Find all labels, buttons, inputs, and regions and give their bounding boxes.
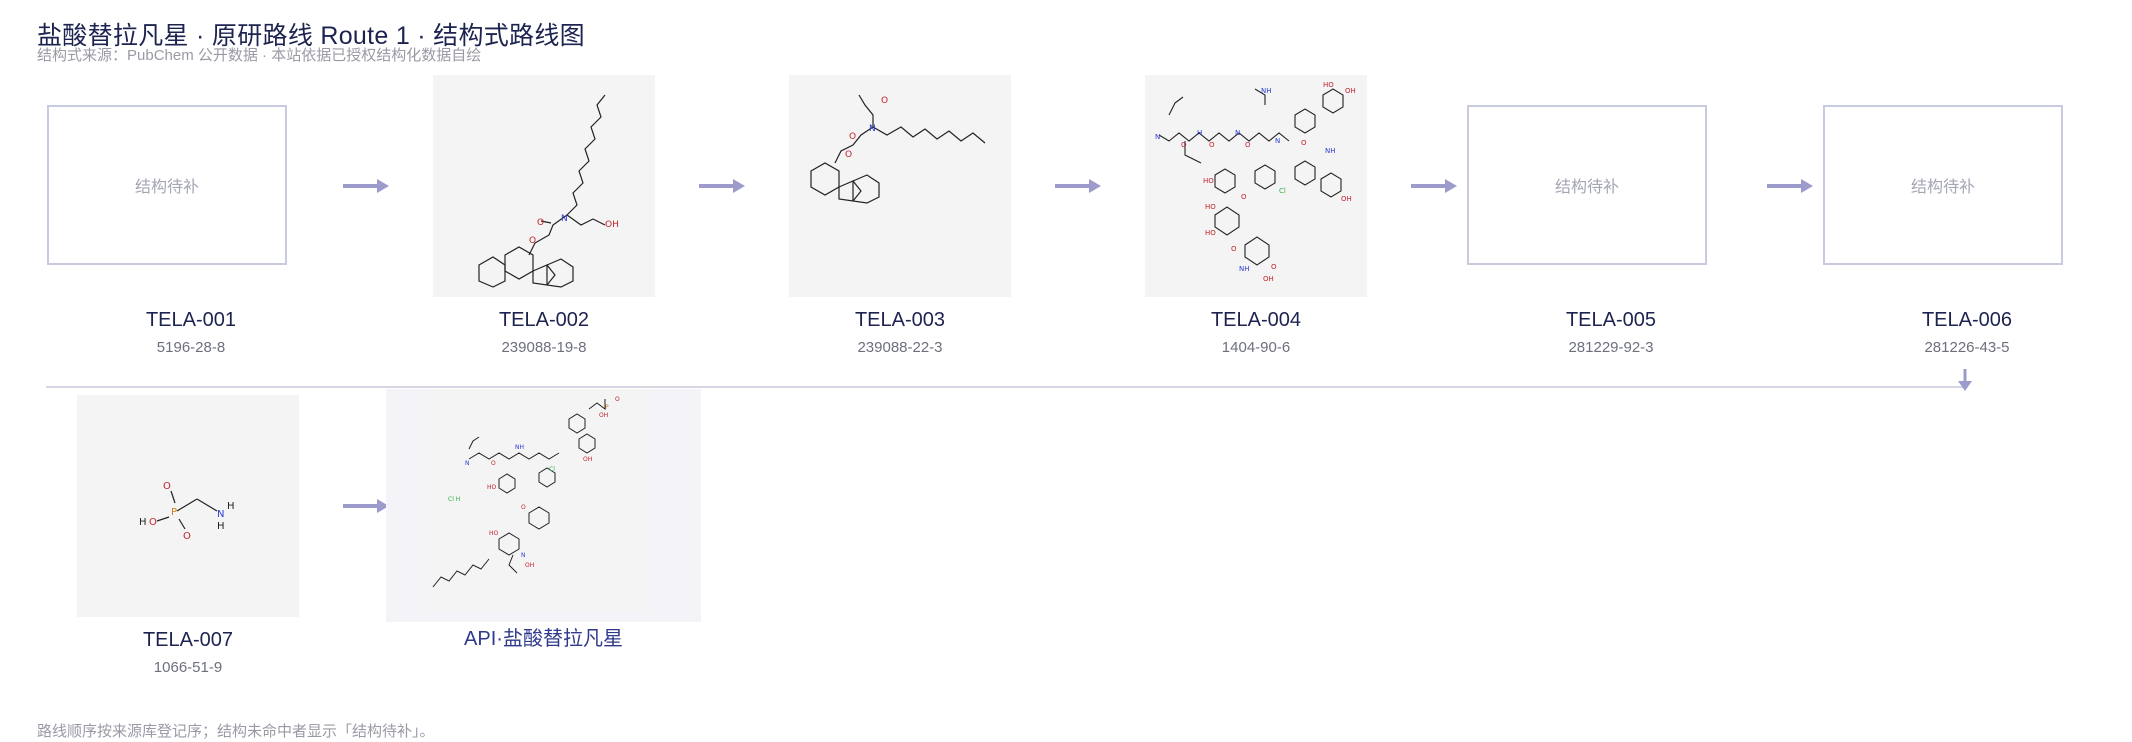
svg-text:O: O [529,236,536,246]
svg-text:P: P [171,507,177,518]
compound-code: TELA-002 [413,309,675,332]
svg-text:OH: OH [599,412,608,419]
cas-number: 239088-22-3 [769,339,1031,356]
cas-number: 5196-28-8 [60,339,322,356]
flow-arrow [341,498,391,514]
svg-text:Cl: Cl [549,466,555,473]
cas-number: 281229-92-3 [1480,339,1742,356]
cas-number: 1404-90-6 [1125,339,1387,356]
svg-text:OH: OH [1263,275,1274,283]
svg-text:OH: OH [1341,195,1352,203]
svg-text:HO: HO [489,530,499,537]
svg-text:N: N [1275,137,1280,145]
molecule-structure-icon: N O O O [789,75,1011,297]
svg-text:O: O [615,396,620,403]
svg-text:O: O [881,96,888,106]
structure-placeholder: 结构待补 [1467,105,1707,265]
svg-text:O: O [1209,141,1215,149]
api-product-label: API·盐酸替拉凡星 [386,622,701,651]
svg-text:P: P [605,404,609,411]
svg-text:N: N [217,509,224,520]
flow-arrow [1053,178,1103,194]
molecule-structure-icon: P O O O H N H H [77,395,299,617]
cas-number: 281226-43-5 [1836,339,2098,356]
svg-text:O: O [183,531,191,542]
svg-text:OH: OH [583,456,592,463]
svg-text:O: O [845,150,852,160]
flow-arrow [341,178,391,194]
structure-image: N O O O [789,75,1011,297]
svg-text:NH: NH [1325,147,1336,155]
svg-text:HO: HO [1205,229,1216,237]
structure-placeholder: 结构待补 [47,105,287,265]
svg-text:O: O [521,504,526,511]
page-subtitle: 结构式来源：PubChem 公开数据 · 本站依据已授权结构化数据自绘 [37,44,481,65]
svg-text:H: H [217,521,225,532]
svg-text:O: O [1231,245,1237,253]
svg-text:NH: NH [1239,265,1250,273]
svg-text:HO: HO [487,484,497,491]
svg-text:HO: HO [1203,177,1214,185]
cas-number: 1066-51-9 [57,659,319,676]
svg-text:O: O [1241,193,1247,201]
svg-text:NH: NH [1261,87,1272,95]
svg-text:N: N [869,124,876,134]
svg-text:O: O [1181,141,1187,149]
compound-code: TELA-003 [769,309,1031,332]
cas-number: 239088-19-8 [413,339,675,356]
salt-marker-icon: Cl H [448,493,468,503]
svg-text:Cl: Cl [1279,187,1286,195]
svg-text:OH: OH [605,220,619,230]
api-product-box: O P OH N O NH Cl HO O HO N OH OH Cl H [386,389,701,622]
row-divider [46,386,1966,388]
molecule-structure-icon: N O H O N O NH N HO O Cl O HO OH NH HO H… [1145,75,1367,297]
svg-text:H: H [1197,129,1202,137]
svg-text:NH: NH [515,444,524,451]
svg-text:O: O [163,481,171,492]
structure-image: N O O OH [433,75,655,297]
svg-text:O: O [1271,263,1277,271]
svg-text:Cl H: Cl H [448,496,460,503]
flow-arrow [1765,178,1815,194]
svg-text:OH: OH [525,562,534,569]
svg-text:H: H [139,517,147,528]
svg-text:N: N [1235,129,1240,137]
svg-text:HO: HO [1205,203,1216,211]
compound-code: TELA-007 [57,629,319,652]
svg-text:N: N [465,460,470,467]
flow-arrow [1409,178,1459,194]
svg-text:O: O [849,132,856,142]
svg-text:O: O [149,517,157,528]
flow-arrow [697,178,747,194]
svg-text:N: N [521,552,526,559]
molecule-structure-icon: N O O OH [433,75,655,297]
svg-text:O: O [491,460,496,467]
compound-code: TELA-006 [1836,309,2098,332]
svg-text:H: H [227,501,235,512]
svg-text:N: N [561,214,568,224]
footer-note: 路线顺序按来源库登记序；结构未命中者显示「结构待补」。 [37,720,435,741]
svg-text:OH: OH [1345,87,1356,95]
down-arrow-icon [1957,367,1973,393]
structure-image: N O H O N O NH N HO O Cl O HO OH NH HO H… [1145,75,1367,297]
svg-text:O: O [1245,141,1251,149]
svg-text:O: O [1301,139,1307,147]
svg-text:N: N [1155,133,1160,141]
compound-code: TELA-004 [1125,309,1387,332]
structure-placeholder: 结构待补 [1823,105,2063,265]
svg-text:HO: HO [1323,81,1334,89]
compound-code: TELA-005 [1480,309,1742,332]
svg-text:O: O [537,218,544,228]
compound-code: TELA-001 [60,309,322,332]
structure-image: P O O O H N H H [77,395,299,617]
